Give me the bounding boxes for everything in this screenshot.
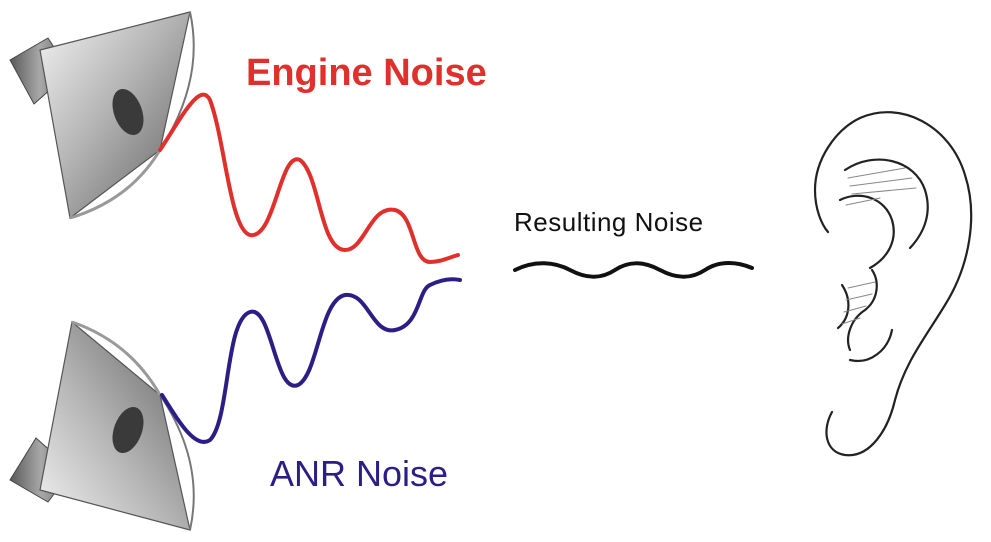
top-speaker-icon	[9, 11, 195, 220]
engine-noise-label: Engine Noise	[246, 52, 487, 94]
resulting-noise-label: Resulting Noise	[514, 207, 704, 237]
bottom-speaker-icon	[9, 320, 195, 531]
ear-icon	[813, 111, 973, 457]
resulting-noise-wave	[513, 261, 754, 279]
anr-noise-wave	[160, 277, 462, 444]
anr-noise-label: ANR Noise	[270, 453, 449, 494]
engine-noise-wave	[158, 92, 460, 265]
